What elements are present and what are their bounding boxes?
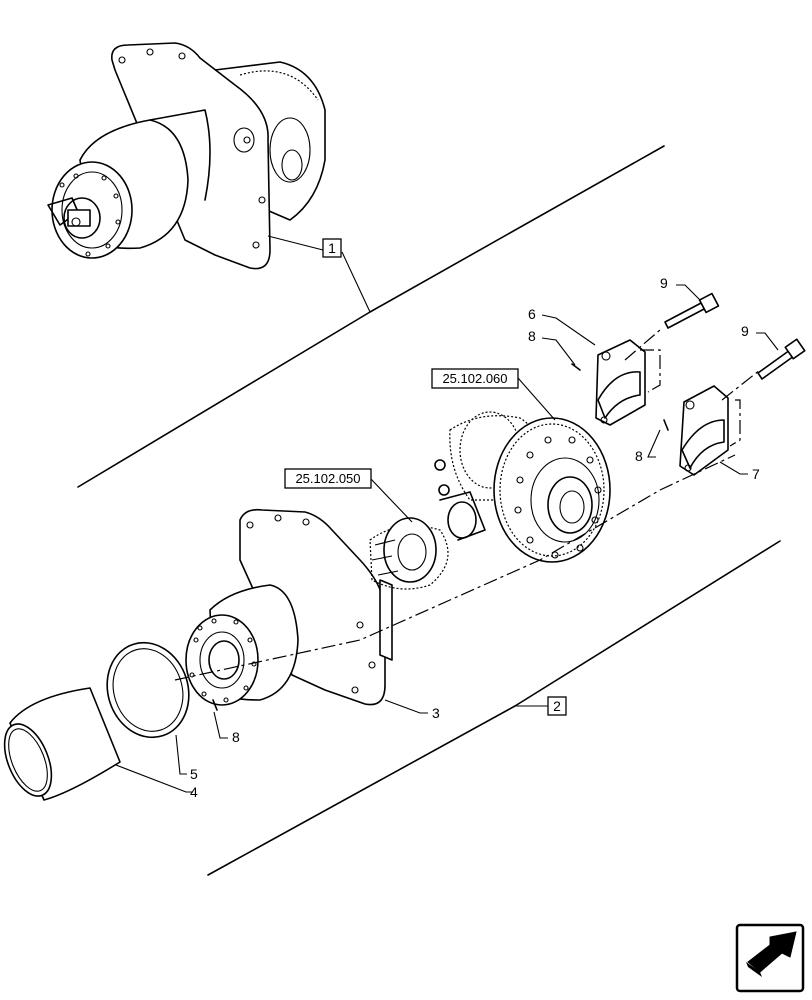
planetary-assembly-ref-25-102-060 — [434, 411, 611, 563]
leader-lines — [115, 284, 779, 793]
gear-set-ref-25-102-050 — [369, 491, 486, 590]
callout-3-text: 3 — [432, 705, 440, 721]
callout-8-lower-text: 8 — [232, 729, 240, 745]
callout-1-text: 1 — [328, 240, 336, 256]
next-page-arrow-icon[interactable] — [735, 923, 805, 993]
shim-ring-part-5 — [106, 641, 190, 739]
bolt-part-9-upper — [664, 292, 720, 329]
callout-9-right-text: 9 — [741, 323, 749, 339]
reference-25-102-050[interactable]: 25.102.050 — [284, 468, 372, 489]
reference-25-102-060[interactable]: 25.102.060 — [431, 368, 519, 389]
callout-7-text: 7 — [752, 466, 760, 482]
complete-final-drive-assembly — [47, 42, 326, 270]
callout-9-upper-text: 9 — [660, 275, 668, 291]
callout-4-text: 4 — [190, 784, 198, 800]
callout-5-text: 5 — [190, 766, 198, 782]
callout-2-text: 2 — [553, 698, 561, 714]
bolt-part-9-right — [757, 338, 806, 380]
callout-8-right-text: 8 — [635, 448, 643, 464]
bearing-cap-part-6 — [595, 339, 646, 426]
pin-part-8-upper — [571, 363, 581, 371]
pin-part-8-right — [663, 419, 669, 431]
callout-8-upper-text: 8 — [528, 328, 536, 344]
callout-2: 2 — [547, 696, 567, 716]
reference-25-102-060-text: 25.102.060 — [442, 371, 507, 386]
callout-6-text: 6 — [528, 306, 536, 322]
assembly-centerline — [174, 454, 736, 681]
callout-1: 1 — [322, 238, 342, 258]
pin-part-8-lower — [212, 699, 218, 711]
sleeve-part-4 — [3, 687, 121, 801]
reference-25-102-050-text: 25.102.050 — [295, 471, 360, 486]
housing-part-3 — [185, 508, 393, 706]
bearing-cap-part-7 — [679, 385, 729, 476]
